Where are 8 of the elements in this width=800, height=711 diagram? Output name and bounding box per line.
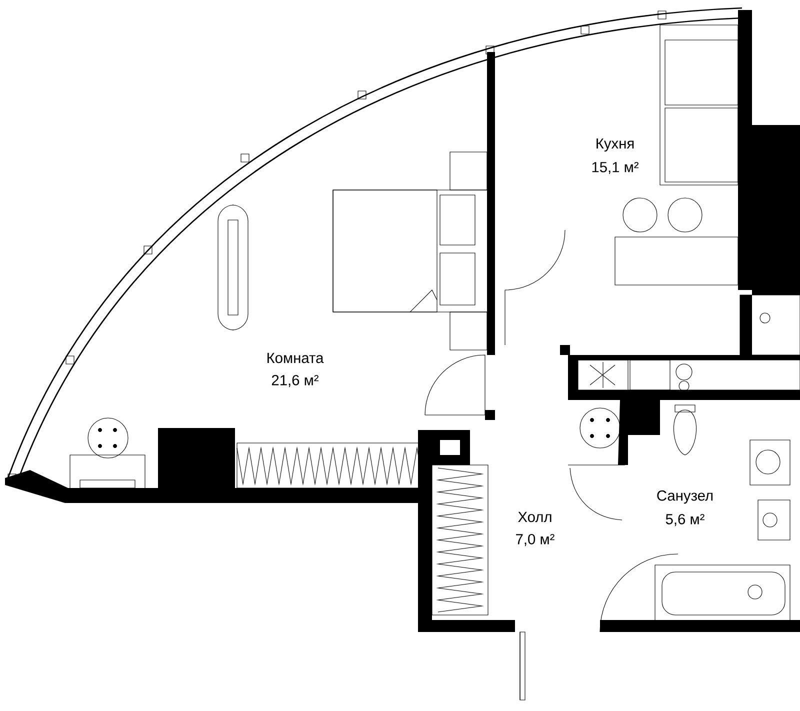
room-area: 15,1 м²	[592, 162, 638, 174]
room-area: 5,6 м²	[666, 514, 704, 526]
room-name: Кухня	[596, 138, 634, 152]
room-name: Холл	[518, 512, 552, 522]
room-name: Комната	[268, 352, 324, 364]
room-area: 7,0 м²	[516, 534, 554, 546]
room-name: Санузел	[657, 490, 713, 504]
room-area: 21,6 м²	[272, 374, 318, 388]
